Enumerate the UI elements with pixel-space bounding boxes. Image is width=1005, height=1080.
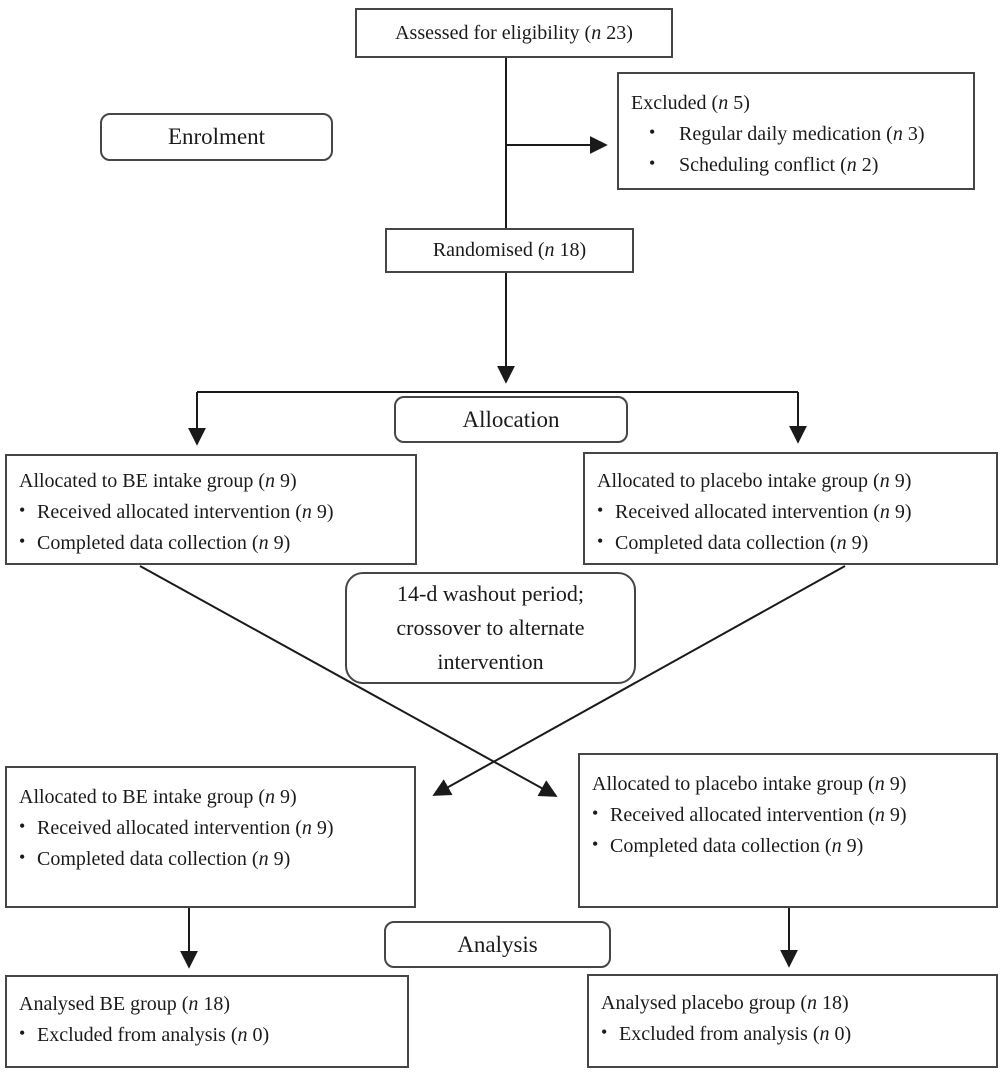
bullet-marker: • bbox=[601, 1022, 608, 1042]
randomised-label: Randomised (n 18) bbox=[432, 239, 587, 261]
allocated-placebo-1-bullet-2: • Completed data collection (n 9) bbox=[597, 528, 984, 559]
randomised-box: Randomised (n 18) bbox=[385, 228, 634, 273]
excluded-box: Excluded (n 5) • Regular daily medicatio… bbox=[617, 72, 975, 190]
excluded-title: Excluded (n 5) bbox=[631, 92, 750, 114]
analysed-be-title: Analysed BE group (n 18) bbox=[19, 993, 231, 1015]
bullet-marker: • bbox=[19, 500, 26, 520]
allocation-label: Allocation bbox=[462, 406, 560, 432]
enrolment-label: Enrolment bbox=[167, 124, 266, 150]
allocated-be-1-title: Allocated to BE intake group (n 9) bbox=[19, 470, 297, 492]
allocated-be-1-bullet-1-text: Received allocated intervention (n 9) bbox=[37, 501, 334, 523]
allocated-placebo-1-bullet-2-text: Completed data collection (n 9) bbox=[615, 532, 869, 554]
allocated-be-1-bullet-2-text: Completed data collection (n 9) bbox=[37, 532, 291, 554]
allocated-placebo-2-bullet-2: • Completed data collection (n 9) bbox=[592, 831, 984, 862]
analysed-be-box: Analysed BE group (n 18) • Excluded from… bbox=[5, 975, 409, 1068]
excluded-bullet-2-text: Scheduling conflict (n 2) bbox=[679, 154, 879, 176]
stage-label-enrolment: Enrolment bbox=[100, 113, 333, 161]
analysed-placebo-bullet-1-text: Excluded from analysis (n 0) bbox=[619, 1023, 852, 1045]
bullet-marker: • bbox=[19, 1023, 26, 1043]
allocated-placebo-1-bullet-1-text: Received allocated intervention (n 9) bbox=[615, 501, 912, 523]
allocated-placebo-2-title: Allocated to placebo intake group (n 9) bbox=[592, 773, 907, 795]
washout-note-box: 14-d washout period; crossover to altern… bbox=[345, 572, 636, 684]
allocated-placebo-1-title: Allocated to placebo intake group (n 9) bbox=[597, 470, 912, 492]
analysed-placebo-bullet-1: • Excluded from analysis (n 0) bbox=[601, 1019, 984, 1050]
allocated-be-2-title: Allocated to BE intake group (n 9) bbox=[19, 786, 297, 808]
analysed-be-bullet-1-text: Excluded from analysis (n 0) bbox=[37, 1024, 270, 1046]
washout-line-1: 14-d washout period; bbox=[397, 580, 584, 606]
excluded-bullet-1: • Regular daily medication (n 3) bbox=[631, 119, 961, 150]
allocated-be-2-bullet-2-text: Completed data collection (n 9) bbox=[37, 848, 291, 870]
analysed-be-bullet-1: • Excluded from analysis (n 0) bbox=[19, 1020, 395, 1051]
analysed-placebo-box: Analysed placebo group (n 18) • Excluded… bbox=[587, 974, 998, 1068]
allocated-be-2-bullet-2: • Completed data collection (n 9) bbox=[19, 844, 402, 875]
allocated-placebo-box-1: Allocated to placebo intake group (n 9) … bbox=[583, 452, 998, 565]
bullet-marker: • bbox=[649, 153, 656, 173]
excluded-bullet-2: • Scheduling conflict (n 2) bbox=[631, 150, 961, 181]
allocated-placebo-2-bullet-1-text: Received allocated intervention (n 9) bbox=[610, 804, 907, 826]
analysis-label: Analysis bbox=[457, 931, 538, 957]
allocated-be-2-bullet-1: • Received allocated intervention (n 9) bbox=[19, 813, 402, 844]
allocated-be-1-bullet-1: • Received allocated intervention (n 9) bbox=[19, 497, 403, 528]
washout-line-3: intervention bbox=[437, 649, 544, 675]
assessed-eligibility-box: Assessed for eligibility (n 23) bbox=[355, 8, 673, 58]
bullet-marker: • bbox=[649, 122, 656, 142]
allocated-be-1-bullet-2: • Completed data collection (n 9) bbox=[19, 528, 403, 559]
allocated-be-box-2: Allocated to BE intake group (n 9) • Rec… bbox=[5, 766, 416, 908]
washout-line-2: crossover to alternate bbox=[396, 614, 585, 640]
assessed-eligibility-label: Assessed for eligibility (n 23) bbox=[395, 21, 633, 44]
stage-label-allocation: Allocation bbox=[394, 396, 628, 443]
allocated-be-2-bullet-1-text: Received allocated intervention (n 9) bbox=[37, 817, 334, 839]
allocated-placebo-2-bullet-2-text: Completed data collection (n 9) bbox=[610, 835, 864, 857]
bullet-marker: • bbox=[19, 816, 26, 836]
bullet-marker: • bbox=[597, 531, 604, 551]
bullet-marker: • bbox=[19, 847, 26, 867]
allocated-placebo-1-bullet-1: • Received allocated intervention (n 9) bbox=[597, 497, 984, 528]
excluded-bullet-1-text: Regular daily medication (n 3) bbox=[679, 123, 925, 145]
analysed-placebo-title: Analysed placebo group (n 18) bbox=[601, 992, 849, 1014]
allocated-placebo-box-2: Allocated to placebo intake group (n 9) … bbox=[578, 753, 998, 908]
bullet-marker: • bbox=[597, 500, 604, 520]
bullet-marker: • bbox=[592, 834, 599, 854]
bullet-marker: • bbox=[592, 803, 599, 823]
bullet-marker: • bbox=[19, 531, 26, 551]
allocated-be-box-1: Allocated to BE intake group (n 9) • Rec… bbox=[5, 454, 417, 565]
stage-label-analysis: Analysis bbox=[384, 921, 611, 968]
allocated-placebo-2-bullet-1: • Received allocated intervention (n 9) bbox=[592, 800, 984, 831]
